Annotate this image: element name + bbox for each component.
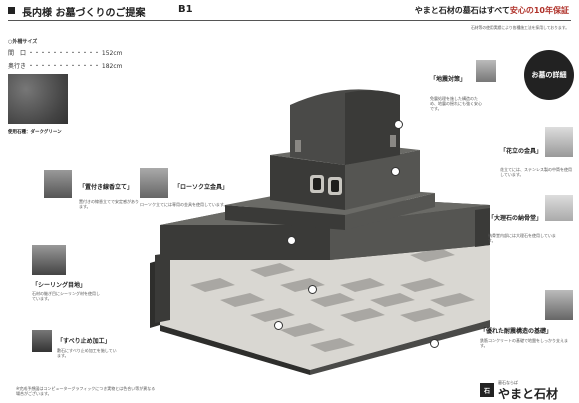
stone-sample-image	[8, 74, 68, 124]
page-number: B1	[178, 4, 193, 15]
flower-fixture-marker	[391, 167, 400, 176]
earthquake-marker	[394, 120, 403, 129]
candle-fixture-desc: ローソク立てには専用の金具を使用しています。	[140, 202, 228, 207]
header-note: 石材等の使用実績により各種施工法を採用しております。	[470, 25, 569, 30]
incense-holder-title: 「置付き線香立て」	[79, 184, 134, 191]
flower-fixture-title: 「花立の金具」	[500, 148, 543, 155]
black-square-icon	[8, 7, 15, 14]
logo-sub: 墓石ならば	[498, 380, 518, 385]
spec-heading: ○外柵サイズ	[8, 39, 38, 45]
stone-type-label: 使用石種：ダークグリーン	[8, 130, 62, 135]
spec-depth: 奥行き ・・・・・・・・・・・・ 182cm	[8, 63, 123, 70]
foundation-marker	[430, 339, 439, 348]
flower-fixture-desc: 花立てには、ステンレス製の中筒を使用しています。	[500, 167, 572, 177]
candle-fixture-title: 「ローソク立金具」	[174, 184, 229, 191]
incense-holder-photo	[44, 170, 72, 198]
foundation-title: 「優れた耐震構造の基礎」	[480, 328, 553, 335]
sealing-joint-marker	[308, 285, 317, 294]
foundation-desc: 鉄筋コンクリートの基礎で地盤をしっかり支えます。	[480, 338, 568, 348]
earthquake-desc: 免震処理を施した構造のため、地震の揺れにも強く安心です。	[430, 96, 482, 111]
nonslip-desc: 敷石にすべり止め加工を施しています。	[57, 348, 117, 358]
detail-badge: お墓の詳細	[524, 50, 574, 100]
candle-fixture-photo	[140, 168, 168, 198]
marble-vault-photo	[545, 195, 573, 221]
marble-vault-title: 「大理石の納骨堂」	[488, 215, 543, 222]
logo-name: やまと石材	[498, 387, 559, 401]
nonslip-title: 「すべり止め加工」	[57, 338, 111, 345]
monument-base	[270, 155, 345, 210]
tagline: やまと石材の墓石はすべて安心の10年保証	[414, 6, 569, 15]
grave-illustration	[150, 89, 490, 375]
sealing-joint-photo	[32, 245, 66, 275]
flower-fixture-photo	[545, 127, 573, 157]
nonslip-photo	[32, 330, 52, 352]
nonslip-marker	[274, 321, 283, 330]
marble-vault-marker	[287, 236, 296, 245]
incense-holder-desc: 置付きの線香立てで安定感があります。	[79, 199, 139, 209]
footer-note: ※完成予想図はコンピューターグラフィックにつき実物とは色合い等が異なる場合がござ…	[16, 386, 156, 396]
logo-mark-icon: 石	[480, 383, 494, 397]
earthquake-title: 「地震対策」	[430, 76, 467, 83]
sealing-joint-title: 「シーリング目地」	[32, 282, 87, 289]
spec-width: 間 口 ・・・・・・・・・・・・ 152cm	[8, 50, 123, 57]
earthquake-photo	[476, 60, 496, 82]
sealing-joint-desc: 石材の継ぎ目にシーリング材を使用しています。	[32, 291, 100, 301]
foundation-photo	[545, 290, 573, 320]
page-title: 長内様 お墓づくりのご提案	[22, 8, 146, 19]
header-divider	[8, 20, 571, 21]
marble-vault-desc: 納骨堂内部には大理石を使用しています。	[488, 233, 556, 243]
